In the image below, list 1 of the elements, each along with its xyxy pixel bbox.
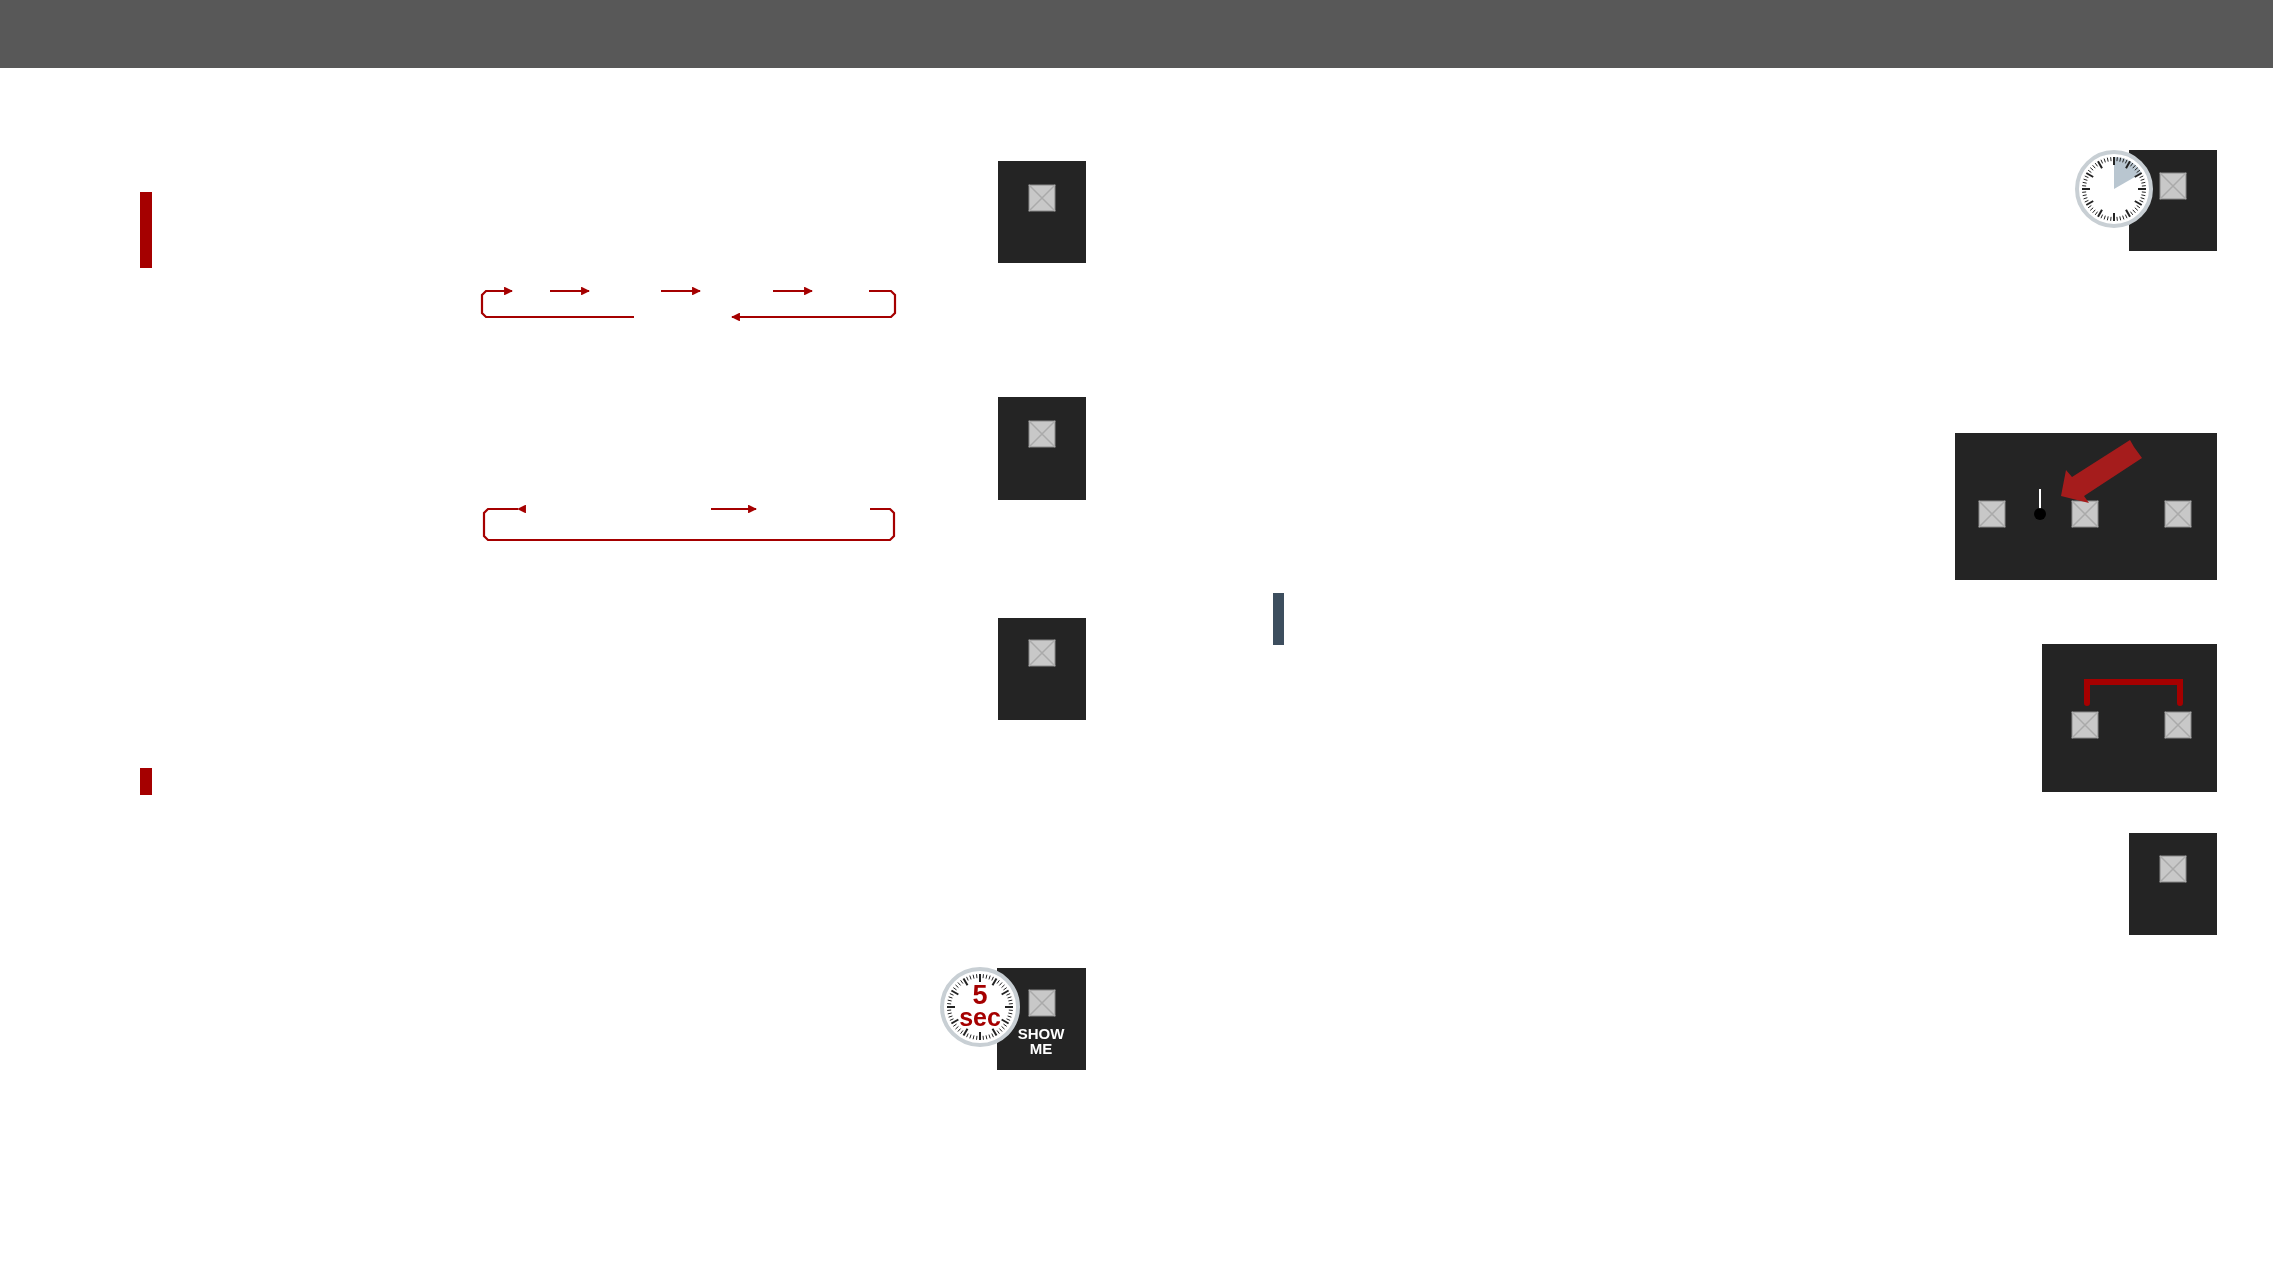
button-caption: SHOW ME [1016,1026,1066,1056]
